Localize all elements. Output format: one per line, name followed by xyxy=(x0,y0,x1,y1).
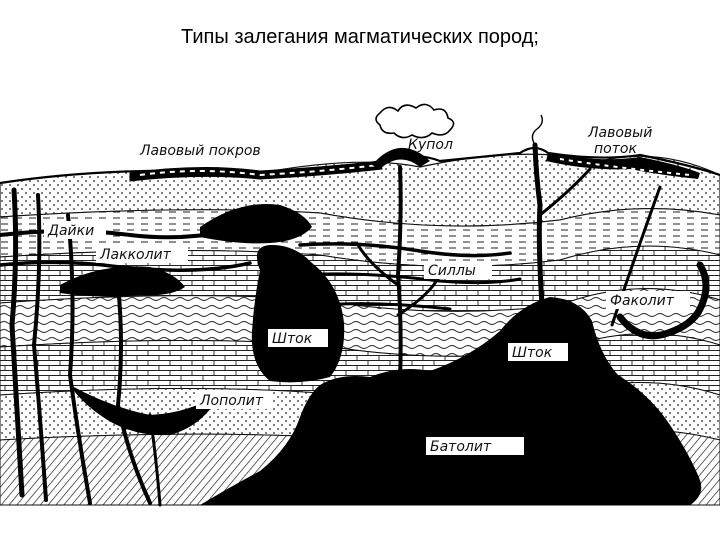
label-lava-flow-1: Лавовый xyxy=(587,125,652,141)
laccolith xyxy=(200,203,312,244)
stock-left xyxy=(251,245,345,383)
phacolith xyxy=(616,261,710,340)
conduits xyxy=(356,142,662,382)
label-lava-flow-2: поток xyxy=(594,141,637,157)
lava-flow-dash xyxy=(559,158,691,176)
volcano-vent xyxy=(531,114,544,146)
geology-diagram: Лавовый покров Купол Лавовый поток Дайки… xyxy=(0,103,720,507)
label-stock-left: Шток xyxy=(272,331,313,347)
dome xyxy=(372,147,430,169)
label-phacolith: Факолит xyxy=(610,293,675,309)
lopolith xyxy=(70,385,220,436)
label-lopolith: Лополит xyxy=(199,393,264,409)
label-dikes: Дайки xyxy=(47,223,94,239)
lava-cover xyxy=(129,160,383,182)
label-lava-cover: Лавовый покров xyxy=(139,143,261,159)
sills xyxy=(0,229,522,311)
batholith xyxy=(200,297,702,505)
label-batholith: Батолит xyxy=(430,439,492,455)
slide-title: Типы залегания магматических пород; xyxy=(181,26,539,48)
label-dome: Купол xyxy=(408,137,453,153)
label-laccolith: Лакколит xyxy=(99,247,172,263)
label-stock-right: Шток xyxy=(512,345,553,361)
label-sills: Силлы xyxy=(428,263,476,279)
eruption-cloud xyxy=(375,103,455,139)
laccolith-2 xyxy=(60,266,185,297)
lava-cover-dash xyxy=(139,164,379,177)
